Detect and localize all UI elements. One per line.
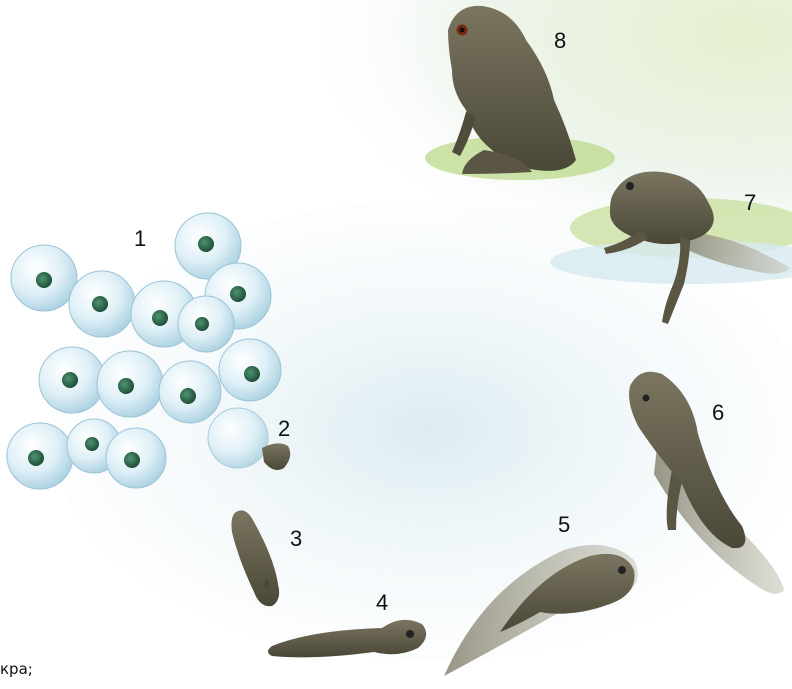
label-stage-2: 2 [278,418,290,440]
egg [69,271,135,337]
label-stage-7: 7 [744,192,756,214]
egg [178,296,234,352]
egg [11,245,77,311]
label-stage-1: 1 [134,228,146,250]
egg [39,347,105,413]
label-stage-6: 6 [712,402,724,424]
label-stage-3: 3 [290,528,302,550]
label-stage-8: 8 [554,30,566,52]
egg [97,351,163,417]
egg [7,423,73,489]
label-stage-5: 5 [558,514,570,536]
caption-text: кра; [0,660,33,678]
egg [159,361,221,423]
label-stage-4: 4 [376,592,388,614]
egg [106,428,166,488]
egg [219,339,281,401]
